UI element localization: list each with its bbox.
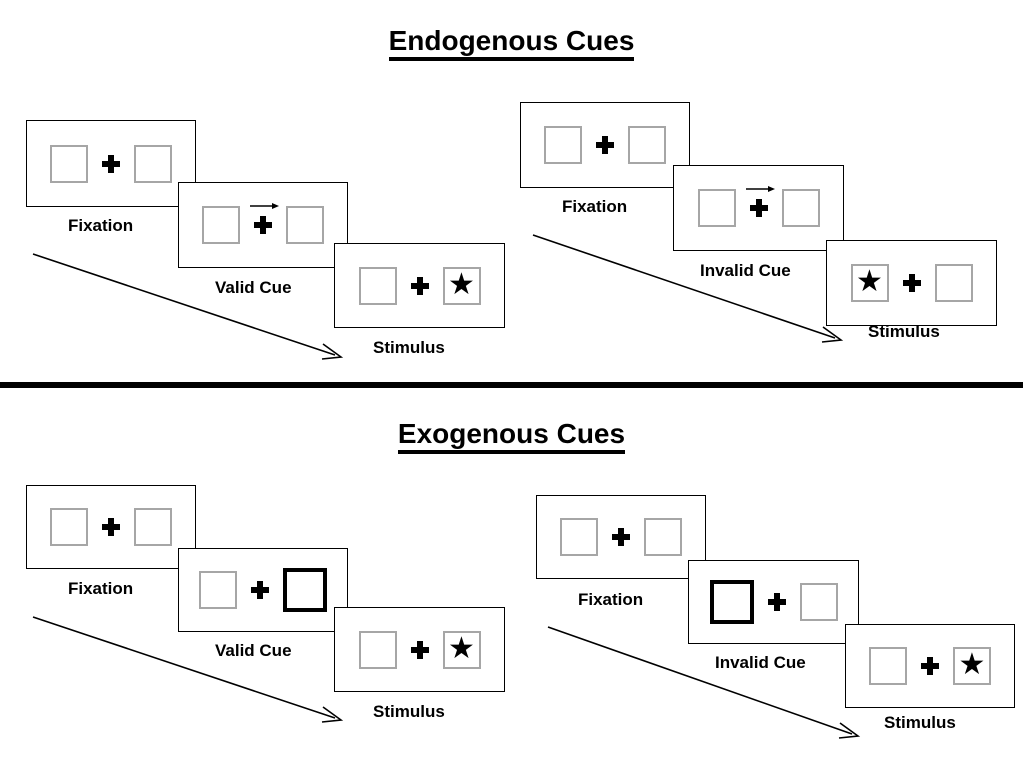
section-title-exogenous: Exogenous Cues [0, 418, 1023, 454]
stimulus-box-left [199, 571, 237, 609]
star-icon: ★ [856, 265, 883, 298]
caption-endogenous-invalid-stimulus: Stimulus [868, 322, 940, 341]
section-title-exogenous-text: Exogenous Cues [397, 418, 626, 454]
cue-stack [745, 186, 775, 217]
fixation-cross [612, 528, 630, 546]
panel-content [560, 518, 682, 556]
stimulus-box-right-cued [283, 568, 327, 612]
caption-endogenous-valid-stimulus: Stimulus [373, 338, 445, 357]
fixation-cross [410, 276, 429, 295]
stimulus-box-right [286, 206, 324, 244]
cue-stack [250, 203, 279, 234]
panel-content [50, 508, 172, 546]
stimulus-box-left [358, 630, 397, 669]
panel-content: ★ [850, 264, 973, 302]
panel-content [202, 203, 324, 244]
panel-endogenous-valid-stimulus: ★ [334, 243, 505, 328]
panel-content: ★ [358, 266, 481, 305]
fixation-cross [102, 154, 120, 173]
star-icon: ★ [958, 648, 986, 681]
panel-content [199, 568, 327, 612]
panel-exogenous-invalid-stimulus: ★ [845, 624, 1015, 708]
stimulus-box-right [134, 508, 172, 546]
stimulus-box-right-target: ★ [953, 647, 991, 685]
stimulus-box-right [628, 126, 666, 164]
fixation-cross [254, 216, 272, 234]
stimulus-box-left [202, 206, 240, 244]
stimulus-box-left [560, 518, 598, 556]
panel-endogenous-valid-cue [178, 182, 348, 268]
star-icon: ★ [448, 631, 475, 665]
caption-endogenous-invalid-fixation: Fixation [562, 197, 628, 216]
stimulus-box-right-target: ★ [442, 266, 481, 305]
stimulus-box-left [50, 508, 88, 546]
stimulus-box-right [644, 518, 682, 556]
panel-exogenous-valid-cue [178, 548, 348, 632]
right-arrow-icon [745, 186, 775, 192]
stimulus-box-left [697, 189, 736, 227]
panel-content: ★ [358, 630, 481, 669]
caption-exogenous-valid-cue: Valid Cue [215, 641, 292, 660]
caption-exogenous-invalid-fixation: Fixation [578, 590, 644, 609]
fixation-cross [410, 640, 429, 659]
caption-exogenous-invalid-stimulus: Stimulus [884, 713, 956, 732]
stimulus-box-left [544, 126, 582, 164]
panel-endogenous-invalid-fixation [520, 102, 690, 188]
caption-exogenous-invalid-cue: Invalid Cue [715, 653, 806, 672]
section-divider [0, 382, 1023, 388]
right-arrow-icon [250, 203, 279, 209]
panel-exogenous-invalid-cue [688, 560, 859, 644]
panel-exogenous-invalid-fixation [536, 495, 706, 579]
panel-content [50, 144, 172, 183]
fixation-cross [767, 593, 786, 611]
star-icon: ★ [448, 267, 475, 301]
stimulus-box-left [50, 144, 88, 183]
section-title-endogenous: Endogenous Cues [0, 25, 1023, 61]
panel-endogenous-invalid-stimulus: ★ [826, 240, 997, 326]
stimulus-box-right-target: ★ [442, 630, 481, 669]
stimulus-box-right [799, 583, 838, 621]
fixation-cross [902, 274, 921, 292]
fixation-cross [102, 518, 120, 536]
panel-exogenous-valid-fixation [26, 485, 196, 569]
stimulus-box-left [869, 647, 907, 685]
panel-content [544, 126, 666, 164]
stimulus-box-left-target: ★ [850, 264, 889, 302]
fixation-cross [749, 199, 768, 217]
stimulus-box-right [934, 264, 973, 302]
panel-content [697, 186, 820, 227]
caption-endogenous-valid-cue: Valid Cue [215, 278, 292, 297]
fixation-cross [921, 657, 939, 675]
panel-content: ★ [869, 647, 991, 685]
stimulus-box-left [358, 266, 397, 305]
fixation-cross [596, 136, 614, 154]
panel-endogenous-valid-fixation [26, 120, 196, 207]
section-title-endogenous-text: Endogenous Cues [388, 25, 635, 61]
panel-content [709, 580, 838, 624]
caption-endogenous-valid-fixation: Fixation [68, 216, 134, 235]
caption-endogenous-invalid-cue: Invalid Cue [700, 261, 791, 280]
stimulus-box-right [134, 144, 172, 183]
stimulus-box-left-cued [709, 580, 754, 624]
caption-exogenous-valid-stimulus: Stimulus [373, 702, 445, 721]
panel-endogenous-invalid-cue [673, 165, 844, 251]
stimulus-box-right [781, 189, 820, 227]
fixation-cross [251, 581, 269, 599]
panel-exogenous-valid-stimulus: ★ [334, 607, 505, 692]
caption-exogenous-valid-fixation: Fixation [68, 579, 134, 598]
